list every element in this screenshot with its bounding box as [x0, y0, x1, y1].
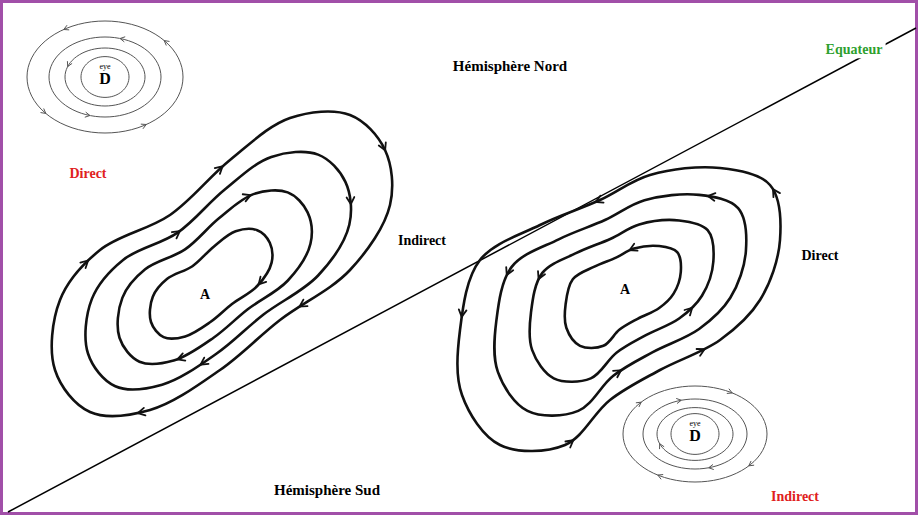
anticyclone-system: A	[45, 105, 400, 425]
isobar-contour	[52, 111, 392, 416]
flow-arrowhead	[164, 41, 169, 46]
anticyclone-system: A	[450, 155, 790, 465]
flow-arrowhead	[660, 444, 664, 449]
flow-arrowhead	[658, 475, 663, 479]
isobar-contour	[565, 246, 681, 348]
region-label: Indirect	[771, 489, 819, 504]
flow-arrowhead	[141, 124, 146, 128]
flow-arrowhead	[636, 402, 641, 407]
flow-arrowhead	[596, 196, 604, 203]
isobar-ring	[623, 386, 767, 482]
isobar-ring	[643, 399, 747, 469]
flow-arrowhead	[677, 399, 682, 404]
flow-arrowhead	[749, 461, 754, 466]
isobar-group	[52, 111, 392, 416]
flow-arrowhead	[630, 244, 638, 251]
isobar-group	[27, 21, 183, 133]
flow-arrowhead	[506, 267, 513, 275]
isobar-ring	[49, 37, 161, 117]
flow-arrowhead	[538, 271, 545, 279]
flow-arrowhead	[709, 465, 714, 470]
label-holder: Direct	[69, 166, 106, 181]
flow-arrowhead	[708, 193, 715, 201]
region-label: Equateur	[823, 41, 886, 58]
flow-arrowhead	[697, 349, 705, 356]
label-holder: Equateur	[823, 41, 886, 58]
isobar-outline	[45, 105, 400, 425]
flow-arrowhead	[259, 277, 267, 285]
isobar-contour	[85, 152, 351, 390]
isobar-ring	[65, 48, 145, 106]
flow-arrowhead	[773, 189, 780, 197]
label-holder: Hémisphère Nord	[453, 58, 567, 75]
label-holder: Indirect	[771, 489, 819, 504]
label-holder: Direct	[801, 248, 838, 263]
flow-arrowhead	[565, 440, 573, 447]
label-holder: Hémisphère Sud	[274, 482, 380, 499]
region-label: Hémisphère Sud	[274, 482, 380, 499]
center-mark: A	[620, 283, 630, 297]
flow-arrowhead	[120, 37, 125, 42]
isobar-ring	[27, 21, 183, 133]
isobar-contour	[494, 194, 746, 415]
region-label: Indirect	[398, 233, 446, 248]
flow-arrowhead	[243, 194, 251, 201]
flow-arrowhead	[459, 309, 467, 316]
flow-arrowhead	[80, 260, 88, 268]
flow-arrowhead	[347, 197, 355, 204]
flow-arrowhead	[138, 408, 146, 416]
flow-arrowhead	[300, 300, 308, 307]
flow-arrowhead	[379, 142, 386, 150]
flow-arrowhead	[67, 62, 71, 67]
eye-label: eye	[689, 420, 700, 428]
eye-label: eye	[99, 63, 110, 71]
depression-system: eyeD	[619, 380, 771, 484]
center-mark: A	[200, 288, 210, 302]
center-mark: eyeD	[99, 63, 111, 87]
isobar-contour	[150, 229, 273, 339]
pressure-letter: A	[200, 288, 210, 302]
center-mark: eyeD	[689, 420, 701, 444]
depression-system: eyeD	[20, 14, 190, 136]
pressure-letter: D	[689, 428, 701, 444]
isobar-outline	[450, 155, 790, 465]
isobar-group	[457, 167, 780, 451]
isobar-ring	[81, 57, 129, 98]
isobar-contour	[457, 167, 780, 451]
flow-arrowhead	[201, 358, 209, 365]
flow-arrowhead	[172, 231, 180, 238]
flow-arrowhead	[727, 389, 732, 393]
pressure-letter: A	[620, 283, 630, 297]
isobar-group	[623, 386, 767, 482]
flow-arrowhead	[85, 112, 90, 117]
flow-arrowhead	[685, 308, 693, 316]
isobar-ring	[657, 408, 733, 461]
region-label: Hémisphère Nord	[453, 58, 567, 75]
flow-arrowhead	[613, 370, 621, 377]
isobar-contour	[529, 220, 713, 382]
region-label: Direct	[801, 248, 838, 263]
isobar-ring	[671, 414, 719, 455]
label-holder: Indirect	[398, 233, 446, 248]
region-label: Direct	[69, 166, 106, 181]
pressure-letter: D	[99, 71, 111, 87]
flow-arrowhead	[41, 109, 46, 114]
equator-line	[8, 28, 916, 512]
flow-arrowhead	[177, 353, 185, 360]
isobar-contour	[118, 190, 312, 364]
flow-arrowhead	[64, 25, 69, 29]
flow-arrowhead	[215, 166, 223, 174]
